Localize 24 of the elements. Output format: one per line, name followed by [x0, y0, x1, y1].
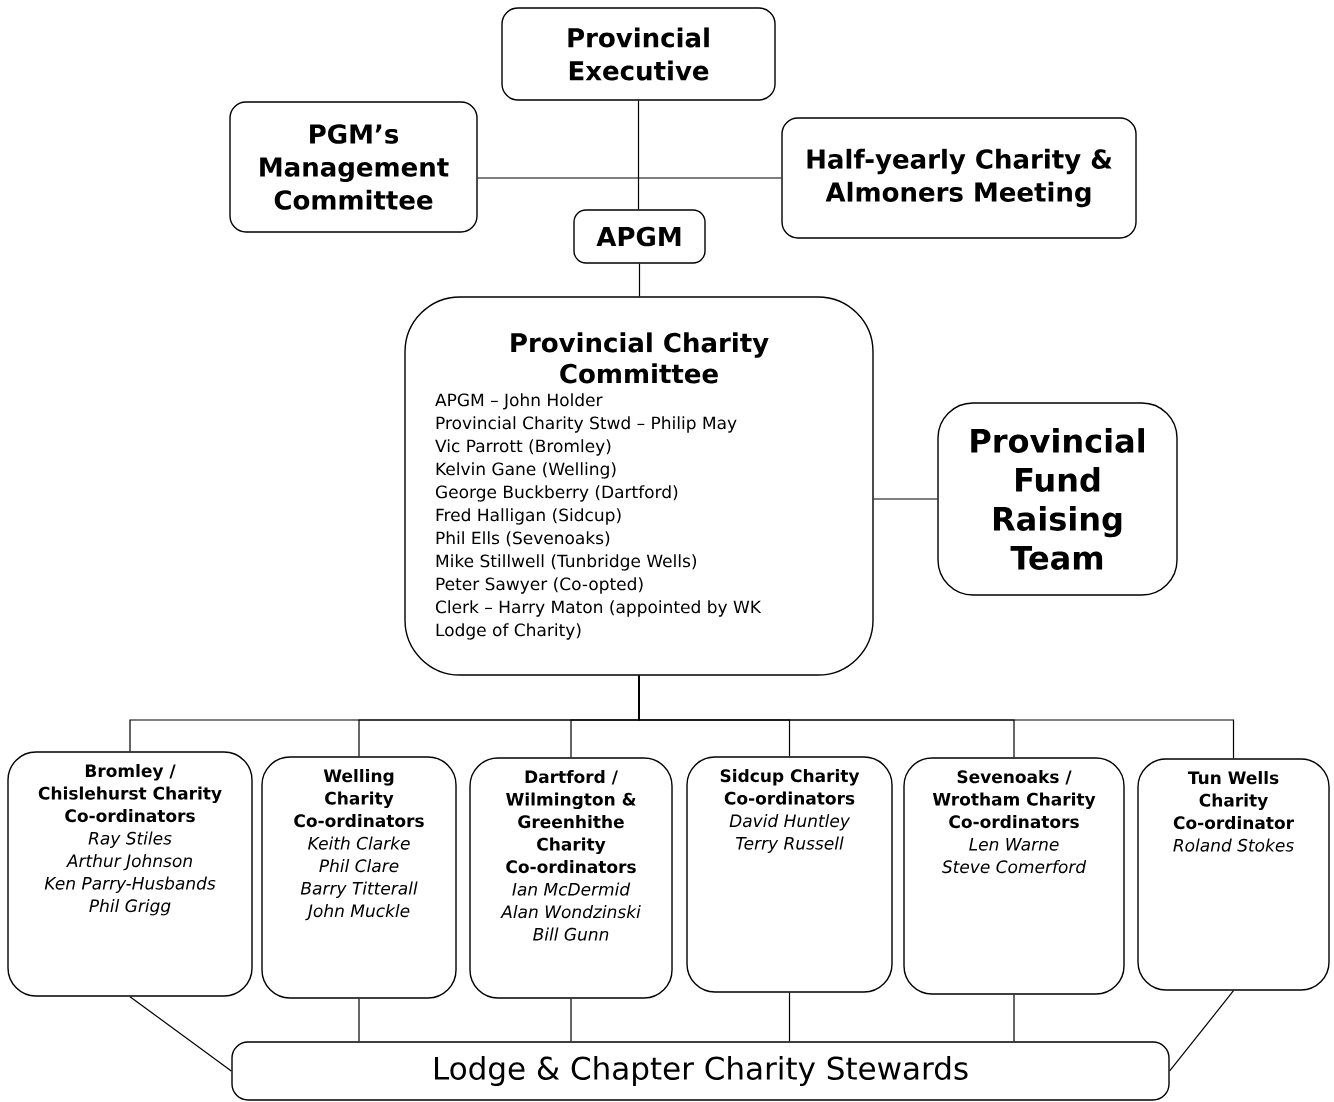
coordinator-box: Bromley / Chislehurst Charity Co-ordinators Ray Stiles Arthur Johnson Ken Parry-Husbands Phil Grigg — [7, 751, 253, 997]
connector-line — [358, 998, 360, 1042]
committee-box: Provincial Charity Committee APGM – John Holder Provincial Charity Stwd – Philip May Vic Parrott (Bromley) Kelvin Gane (Welling) George Buckberry (Dartford) Fred Halligan (Sidcup) Phil Ells (Sevenoaks) Mike Stillwell (Tunbridge Wells) Peter Sawyer (Co-opted) Clerk – Harry Maton (appointed by WK Lodge of Charity) — [404, 296, 874, 676]
org-box: PGM’s Management Committee — [229, 101, 478, 233]
coordinator-box: Sevenoaks / Wrotham Charity Co-ordinators Len Warne Steve Comerford — [903, 757, 1125, 995]
connector-line — [1169, 990, 1235, 1072]
coordinator-box: Welling Charity Co-ordinators Keith Clarke Phil Clare Barry Titterall John Muckle — [261, 756, 457, 999]
connector-line — [1013, 994, 1015, 1042]
connector-line — [638, 675, 1235, 759]
coordinator-box: Tun Wells Charity Co-ordinator Roland Stokes — [1137, 758, 1330, 991]
connector-line — [129, 996, 232, 1072]
connector-line — [873, 498, 938, 500]
connector-line — [637, 100, 640, 210]
coordinator-box: Sidcup Charity Co-ordinators David Huntley Terry Russell — [686, 756, 893, 993]
coordinator-box: Dartford / Wilmington & Greenhithe Charity Co-ordinators Ian McDermid Alan Wondzinski Bill Gunn — [469, 757, 673, 999]
connector-line — [477, 177, 782, 179]
org-box: Provincial Fund Raising Team — [937, 402, 1178, 596]
connector-line — [788, 992, 791, 1042]
connector-line — [570, 998, 572, 1042]
org-box: Provincial Executive — [501, 7, 776, 101]
connector-line — [638, 263, 641, 297]
stewards-box: Lodge & Chapter Charity Stewards — [231, 1041, 1170, 1101]
org-box: Half-yearly Charity & Almoners Meeting — [781, 117, 1137, 239]
org-box: APGM — [573, 209, 706, 264]
